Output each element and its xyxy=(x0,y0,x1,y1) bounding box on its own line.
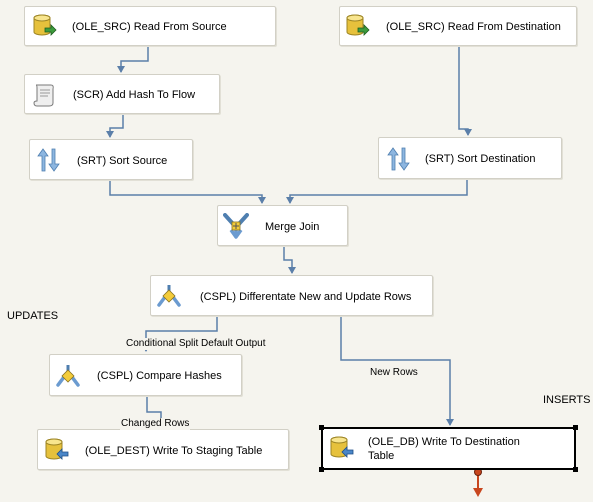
task-label: Merge Join xyxy=(265,221,320,233)
task-merge-join[interactable]: Merge Join xyxy=(217,205,348,246)
inserts-annotation[interactable]: INSERTS xyxy=(543,394,591,406)
task-label: (SRT) Sort Destination xyxy=(425,153,536,165)
task-add-hash-to-flow[interactable]: (SCR) Add Hash To Flow xyxy=(24,74,220,114)
path-sort-source-to-merge[interactable] xyxy=(109,180,266,204)
task-label: (SCR) Add Hash To Flow xyxy=(73,89,196,101)
task-label: (SRT) Sort Source xyxy=(77,155,168,167)
task-label: (OLE_DEST) Write To Staging Table xyxy=(85,445,263,457)
selection-handle-bottom-left[interactable] xyxy=(319,467,324,472)
path-destination-to-sort[interactable] xyxy=(458,46,472,136)
task-compare-hashes[interactable]: (CSPL) Compare Hashes xyxy=(49,354,242,396)
task-differentiate-new-and-update-rows[interactable]: (CSPL) Differentate New and Update Rows xyxy=(150,275,433,316)
path-label-changed-rows[interactable]: Changed Rows xyxy=(120,418,191,430)
task-label: (OLE_SRC) Read From Source xyxy=(72,21,227,33)
selection-handle-bottom-right[interactable] xyxy=(573,467,578,472)
task-label: (OLE_DB) Write To Destination Table xyxy=(368,436,520,462)
conditional-split-icon xyxy=(56,365,80,387)
conditional-split-icon xyxy=(157,285,181,307)
merge-join-icon xyxy=(223,213,249,239)
path-label-default-output[interactable]: Conditional Split Default Output xyxy=(125,338,267,350)
database-source-icon xyxy=(346,14,370,36)
updates-annotation[interactable]: UPDATES xyxy=(7,310,59,322)
task-label: (OLE_SRC) Read From Destination xyxy=(386,21,561,33)
path-source-to-hash[interactable] xyxy=(117,46,149,73)
task-read-from-destination[interactable]: (OLE_SRC) Read From Destination xyxy=(339,6,577,46)
task-label: (CSPL) Differentate New and Update Rows xyxy=(200,291,412,303)
sort-arrows-icon xyxy=(387,147,410,171)
path-sort-destination-to-merge[interactable] xyxy=(286,179,468,204)
task-write-to-destination-table[interactable]: (OLE_DB) Write To Destination Table xyxy=(321,427,576,470)
database-source-icon xyxy=(33,14,57,36)
selection-handle-top-left[interactable] xyxy=(319,425,324,430)
sort-arrows-icon xyxy=(37,148,60,172)
task-write-to-staging-table[interactable]: (OLE_DEST) Write To Staging Table xyxy=(37,429,289,470)
path-new-rows[interactable] xyxy=(340,316,454,426)
task-sort-destination[interactable]: (SRT) Sort Destination xyxy=(378,137,562,179)
database-destination-icon xyxy=(330,436,354,458)
task-sort-source[interactable]: (SRT) Sort Source xyxy=(29,139,193,180)
path-hash-to-sort-source[interactable] xyxy=(106,114,124,138)
path-merge-to-differentiate[interactable] xyxy=(283,246,296,274)
script-scroll-icon xyxy=(33,84,54,107)
path-label-new-rows[interactable]: New Rows xyxy=(369,367,419,379)
selection-handle-top-right[interactable] xyxy=(573,425,578,430)
task-label: (CSPL) Compare Hashes xyxy=(97,370,222,382)
task-read-from-source[interactable]: (OLE_SRC) Read From Source xyxy=(24,6,276,46)
database-destination-icon xyxy=(45,438,69,460)
